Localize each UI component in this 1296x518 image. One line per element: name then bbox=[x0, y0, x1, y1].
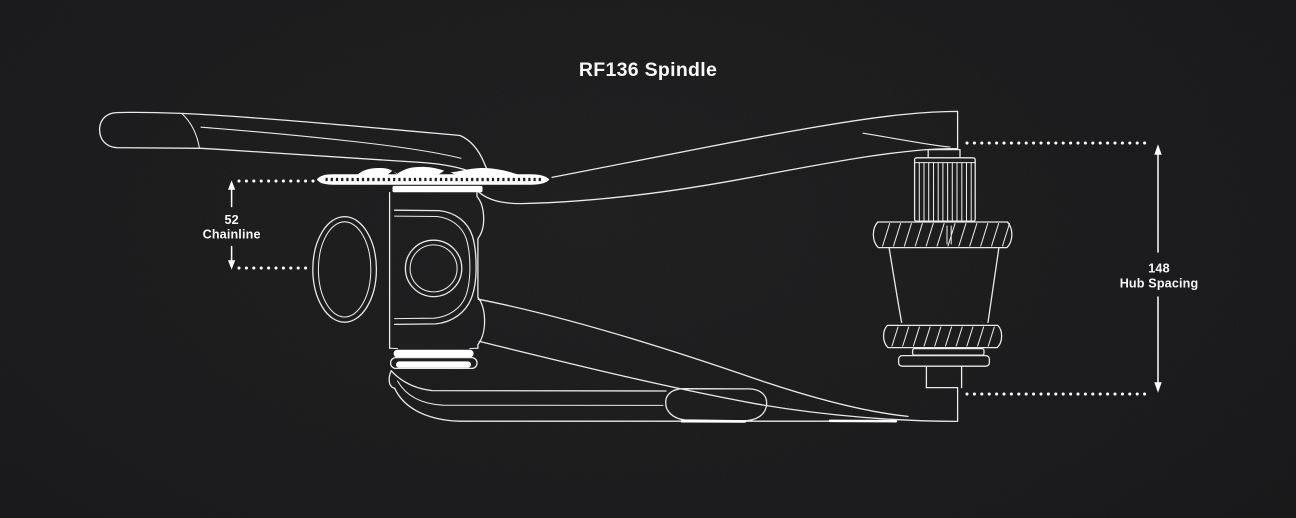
spindle-bore-outer-ellipse bbox=[312, 215, 378, 323]
axle-upper-inner-edge bbox=[478, 147, 959, 205]
drive-arm-ridge-line bbox=[396, 380, 664, 406]
arrow-up-icon bbox=[228, 180, 236, 190]
axle-upper-edge bbox=[551, 110, 959, 179]
housing-right-edge bbox=[476, 191, 486, 349]
axle-end-stub bbox=[925, 386, 959, 423]
chainring-spacer bbox=[392, 185, 483, 193]
bearing-bore-inner bbox=[409, 244, 458, 293]
upper-lockring-knurl bbox=[882, 223, 1011, 247]
pedal-boss-cap-line bbox=[181, 113, 200, 149]
spindle-end-assembly bbox=[872, 148, 1013, 389]
spindle-axle-lower bbox=[477, 298, 959, 423]
spindle-housing bbox=[312, 191, 486, 350]
spacer-disc-large bbox=[897, 354, 991, 367]
preload-collar bbox=[389, 349, 478, 370]
spindle-bore-inner-ellipse bbox=[317, 221, 372, 318]
lower-lockring bbox=[882, 324, 1003, 349]
collar-top-band bbox=[393, 349, 474, 358]
spacer-disc-small bbox=[911, 347, 985, 356]
chainline-value: 52 bbox=[224, 213, 238, 227]
collar-lower-band bbox=[396, 361, 471, 368]
chainring-edge bbox=[316, 166, 550, 193]
dim-chainline: 52 Chainline bbox=[203, 179, 316, 270]
bearing-bore-outer bbox=[404, 239, 463, 298]
arrow-down-icon bbox=[1154, 382, 1162, 393]
axle-upper-detail-line bbox=[862, 132, 951, 148]
pedal-boss-outline bbox=[665, 388, 768, 422]
taper-barrel bbox=[888, 247, 1000, 324]
end-cylinder bbox=[925, 365, 963, 389]
arrow-down-icon bbox=[228, 260, 236, 270]
spindle-axle-upper bbox=[478, 110, 959, 205]
dim-hub-spacing: 148 Hub Spacing bbox=[965, 141, 1199, 396]
axle-lower-edge bbox=[477, 298, 909, 418]
hub-spacing-label: Hub Spacing bbox=[1120, 277, 1199, 291]
hub-spacing-value: 148 bbox=[1148, 262, 1169, 276]
spline-ridges bbox=[918, 162, 972, 222]
end-step bbox=[927, 148, 961, 159]
chainline-label: Chainline bbox=[203, 228, 261, 242]
drive-arm-top-edge bbox=[390, 370, 667, 392]
lower-lockring-knurl bbox=[891, 326, 995, 347]
axle-lower-bottom-edge bbox=[478, 340, 958, 423]
spindle-socket-outer bbox=[393, 209, 477, 326]
drive-crank-arm bbox=[388, 370, 898, 423]
arrow-up-icon bbox=[1154, 144, 1162, 155]
